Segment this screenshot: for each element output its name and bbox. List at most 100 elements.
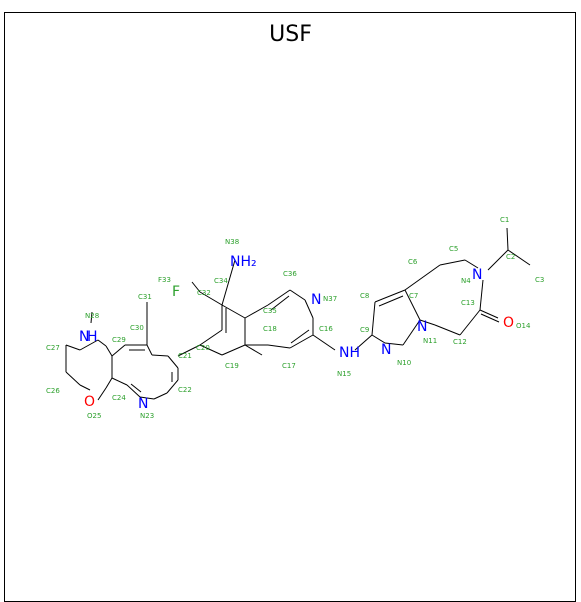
atom-index-label: N4 — [461, 277, 471, 285]
atom-index-label: C16 — [319, 325, 333, 333]
bond — [65, 344, 81, 351]
bond — [65, 371, 81, 386]
bond — [487, 249, 509, 271]
bond — [126, 384, 141, 398]
bond — [267, 344, 291, 349]
bond — [244, 304, 269, 319]
atom-index-label: C19 — [225, 362, 239, 370]
bond — [354, 334, 373, 351]
atom-index-label: C8 — [360, 292, 369, 300]
atom-symbol-n15: NH — [339, 345, 360, 361]
bond — [221, 344, 246, 356]
bond — [267, 289, 291, 306]
atom-index-label: C17 — [282, 362, 296, 370]
bond — [289, 334, 314, 349]
bond — [479, 309, 499, 319]
atom-index-label: N28 — [85, 312, 99, 320]
atom-index-label: C1 — [500, 216, 509, 224]
atom-symbol-n11: N — [417, 319, 427, 335]
atom-index-label: F33 — [158, 276, 171, 284]
bond — [199, 344, 223, 356]
bond — [402, 319, 421, 346]
bond — [199, 329, 223, 346]
bond — [167, 355, 179, 369]
bond — [371, 301, 376, 336]
atom-index-label: N10 — [397, 359, 411, 367]
bond — [480, 313, 500, 323]
bond — [419, 319, 436, 326]
bond — [221, 259, 236, 306]
bond — [464, 259, 479, 269]
bond — [439, 259, 466, 266]
atom-index-label: N15 — [337, 370, 351, 378]
atom-index-label: C32 — [197, 289, 211, 297]
bond — [270, 295, 290, 311]
atom-symbol-n38: NH₂ — [230, 254, 257, 270]
bond — [434, 324, 461, 336]
atom-index-label: C18 — [263, 325, 277, 333]
atom-index-label: C3 — [535, 276, 544, 284]
atom-index-label: C35 — [263, 307, 277, 315]
atom-symbol-n37: N — [311, 292, 321, 308]
molecule-title: USF — [269, 22, 312, 47]
bond — [404, 264, 441, 291]
atom-symbol-f33: F — [172, 284, 180, 300]
atom-symbol-o25: O — [84, 394, 95, 410]
atom-index-label: C5 — [449, 245, 458, 253]
atom-symbol-n28-n: N — [79, 329, 89, 345]
bond — [153, 392, 168, 400]
atom-index-label: C12 — [453, 338, 467, 346]
bond — [79, 339, 99, 351]
bond — [384, 342, 404, 346]
atom-symbol-n28: H — [87, 329, 98, 345]
bond — [312, 334, 336, 351]
bond — [479, 279, 484, 311]
atom-index-label: C27 — [46, 344, 60, 352]
atom-index-label: C24 — [112, 394, 126, 402]
bond — [404, 289, 421, 321]
atom-symbol-o14: O — [503, 315, 514, 331]
bond — [151, 354, 169, 357]
atom-index-label: N23 — [140, 412, 154, 420]
bond — [97, 339, 107, 347]
atom-symbol-n23: N — [138, 396, 148, 412]
atom-index-label: C31 — [138, 293, 152, 301]
atom-index-label: C21 — [178, 352, 192, 360]
atom-index-label: C2 — [506, 253, 515, 261]
bond — [290, 329, 310, 344]
bond — [459, 309, 481, 336]
atom-index-label: N37 — [323, 295, 337, 303]
bond — [79, 384, 91, 391]
atom-symbol-n4: N — [472, 267, 482, 283]
atom-index-label: C34 — [214, 277, 228, 285]
bond — [90, 311, 93, 324]
bond — [111, 344, 126, 357]
bond — [105, 377, 113, 389]
bond — [130, 383, 142, 393]
atom-index-label: N38 — [225, 238, 239, 246]
atom-index-label: C29 — [112, 336, 126, 344]
bond — [139, 396, 155, 400]
atom-index-label: C20 — [196, 344, 210, 352]
bond — [97, 387, 107, 401]
bond — [506, 227, 509, 251]
bond — [111, 377, 128, 386]
bond — [378, 295, 404, 307]
bond — [289, 289, 306, 301]
bond — [166, 379, 179, 394]
atom-index-label: C13 — [461, 299, 475, 307]
bond — [105, 345, 113, 357]
atom-index-label: C22 — [178, 386, 192, 394]
atom-index-label: C7 — [409, 292, 418, 300]
atom-index-label: C26 — [46, 387, 60, 395]
bond — [146, 344, 153, 356]
bond — [199, 291, 223, 306]
bond — [304, 299, 314, 319]
bond — [507, 249, 531, 266]
atom-index-label: O25 — [87, 412, 101, 420]
atom-index-label: C36 — [283, 270, 297, 278]
atom-symbol-n10: N — [381, 342, 391, 358]
